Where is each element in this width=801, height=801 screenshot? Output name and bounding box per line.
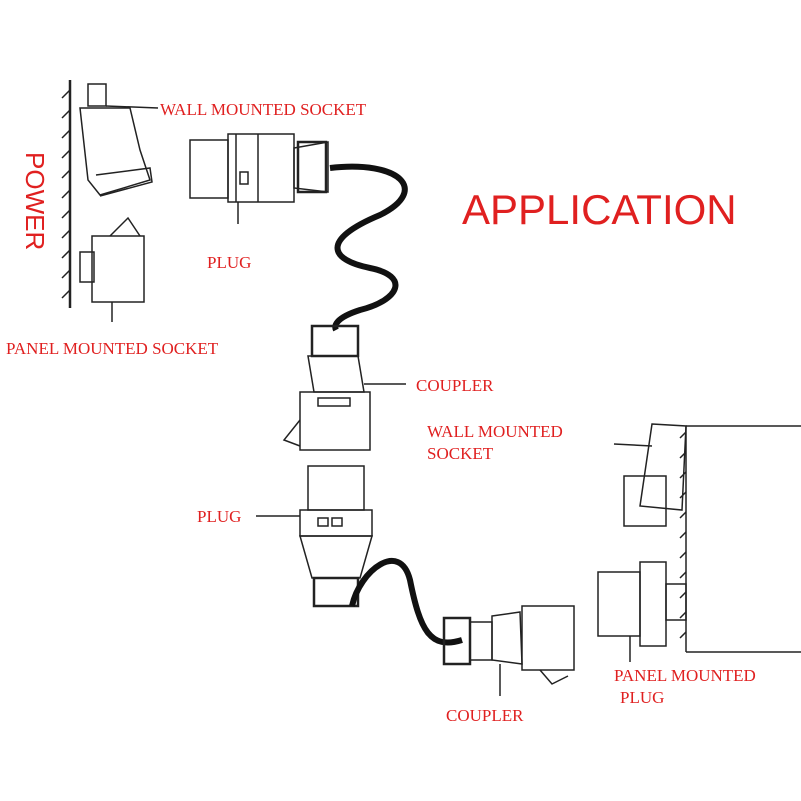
wall-mounted-socket-right-label-line1: WALL MOUNTED [427, 422, 563, 441]
plug-top-drawing [189, 133, 329, 224]
cable-top [329, 163, 408, 332]
panel-mounted-plug-label-line2: PLUG [620, 688, 665, 707]
application-title: APPLICATION [462, 186, 737, 233]
panel-mounted-socket-drawing [79, 216, 145, 322]
wall-mounted-socket-right-drawing [613, 423, 687, 527]
panel-mounted-plug-drawing [597, 561, 687, 662]
cable-bottom [349, 557, 463, 646]
coupler-bottom-drawing [442, 605, 575, 696]
coupler-bottom-label: COUPLER [446, 706, 524, 725]
coupler-middle-label: COUPLER [416, 376, 494, 395]
power-label: POWER [20, 152, 50, 251]
left-wall [61, 80, 72, 308]
panel-mounted-plug-label-line1: PANEL MOUNTED [614, 666, 756, 685]
plug-middle-label: PLUG [197, 507, 242, 526]
wall-mounted-socket-top-label: WALL MOUNTED SOCKET [160, 100, 367, 119]
coupler-middle-drawing [282, 324, 406, 451]
plug-top-label: PLUG [207, 253, 252, 272]
wall-mounted-socket-right-label-line2: SOCKET [427, 444, 494, 463]
plug-middle-drawing [256, 465, 373, 608]
panel-mounted-socket-label: PANEL MOUNTED SOCKET [6, 339, 219, 358]
right-wall [679, 425, 801, 653]
wall-mounted-socket-top-drawing [79, 83, 159, 197]
